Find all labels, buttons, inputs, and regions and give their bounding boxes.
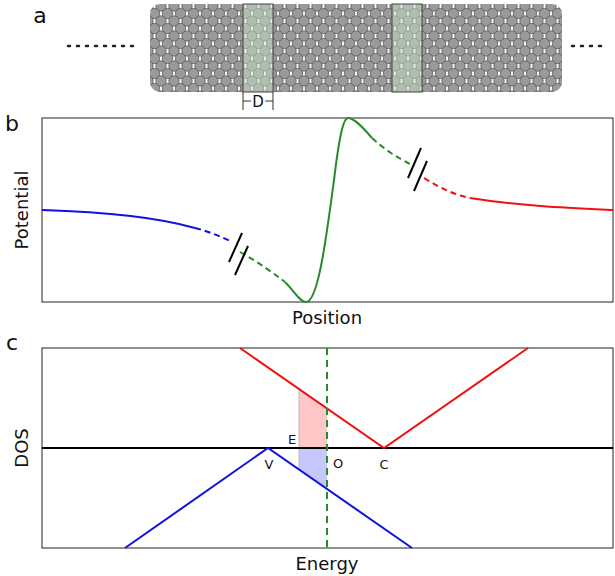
atom (513, 83, 523, 92)
atom (370, 83, 380, 92)
axis-label: Position (292, 309, 362, 327)
atom (292, 83, 302, 92)
atom (357, 83, 367, 92)
atom (273, 91, 283, 92)
ellipsis-left (68, 45, 140, 48)
atom (539, 83, 549, 92)
energy-marker (299, 389, 300, 470)
atom (461, 83, 471, 92)
potential-left (42, 210, 195, 228)
atom (338, 91, 348, 92)
atom (487, 83, 497, 92)
atom (312, 91, 322, 92)
plot-frame (42, 118, 613, 302)
atom (377, 91, 387, 92)
atom (500, 83, 510, 92)
panel-letter: a (33, 5, 46, 27)
atom (195, 91, 205, 92)
atom (429, 91, 439, 92)
axis-label: Potential (13, 171, 31, 250)
point-label: E (288, 433, 296, 446)
segment-box (392, 4, 422, 92)
panel-letter: c (6, 332, 18, 354)
atom (150, 91, 153, 92)
atom (344, 83, 354, 92)
potential-left-dash (195, 228, 232, 242)
atom (208, 91, 218, 92)
atom (279, 83, 289, 92)
axis-break (229, 148, 427, 275)
valence-dos (125, 448, 412, 548)
atom (442, 91, 452, 92)
atom (468, 91, 478, 92)
atom (182, 91, 192, 92)
potential-junction (285, 118, 372, 302)
atom (526, 83, 536, 92)
atom (552, 83, 562, 92)
point-label: C (379, 458, 388, 471)
d-bracket (243, 92, 273, 110)
atom (325, 91, 335, 92)
axis-label: Energy (295, 555, 358, 573)
point-label: V (265, 458, 274, 471)
atom (494, 91, 504, 92)
atom (448, 83, 458, 92)
atom (162, 83, 172, 92)
atom (435, 83, 445, 92)
atom (533, 91, 543, 92)
conduction-dos (240, 348, 528, 448)
fermi-level (326, 348, 328, 548)
atom (156, 91, 166, 92)
empty-states (299, 448, 327, 489)
potential-right-dash (424, 178, 470, 198)
atom (546, 91, 556, 92)
atom (305, 83, 315, 92)
atom (169, 91, 179, 92)
atom (455, 91, 465, 92)
ellipsis-right (572, 45, 608, 48)
atom (520, 91, 530, 92)
potential-mid-dash (372, 138, 410, 164)
atom (221, 91, 231, 92)
axis-label: DOS (13, 428, 31, 467)
point-label: O (333, 457, 343, 470)
dimension-label: D (251, 95, 265, 110)
nanotube (150, 4, 562, 92)
plot-frame (42, 348, 613, 548)
atom (227, 83, 237, 92)
atom (507, 91, 517, 92)
atom (214, 83, 224, 92)
atom (318, 83, 328, 92)
atom (331, 83, 341, 92)
atom (286, 91, 296, 92)
atom (559, 91, 562, 92)
atom (422, 83, 432, 92)
atom (474, 83, 484, 92)
atom (150, 83, 160, 92)
atom (188, 83, 198, 92)
potential-right (470, 198, 613, 210)
atom (481, 91, 491, 92)
potential-mid-dash (240, 252, 285, 282)
panel-letter: b (5, 113, 19, 135)
atom (175, 83, 185, 92)
atom (201, 83, 211, 92)
atom (351, 91, 361, 92)
atom (299, 91, 309, 92)
segment-box (243, 4, 273, 92)
atom (364, 91, 374, 92)
